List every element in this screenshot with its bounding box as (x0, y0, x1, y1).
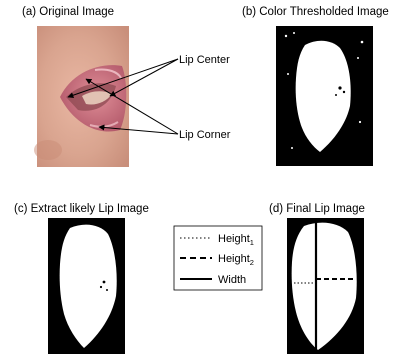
final-lip-mask (287, 218, 364, 354)
svg-text:Height1: Height1 (218, 233, 254, 247)
panel-c: (c) Extract likely Lip Image (14, 203, 149, 354)
legend-height2-label: Height (218, 253, 250, 265)
panel-a: (a) Original Image Lip Center Lip Corner (22, 6, 231, 167)
panel-d-caption: (d) Final Lip Image (269, 203, 365, 215)
lip-corner-label: Lip Corner (179, 129, 231, 141)
extracted-lip-mask (48, 218, 125, 354)
panel-a-caption: (a) Original Image (22, 6, 114, 18)
legend: Height1 Height2 Width (174, 226, 262, 290)
panel-d: (d) Final Lip Image (269, 203, 365, 354)
panel-b: (b) Color Thresholded Image (242, 6, 389, 166)
legend-height1-label: Height (218, 233, 250, 245)
legend-height2-subscript: 2 (250, 258, 254, 267)
panel-c-caption: (c) Extract likely Lip Image (14, 203, 149, 215)
thresholded-mask (276, 26, 373, 166)
legend-height1-subscript: 1 (250, 238, 254, 247)
legend-width-label: Width (218, 274, 246, 286)
panel-b-caption: (b) Color Thresholded Image (242, 6, 389, 18)
lip-center-label: Lip Center (179, 54, 230, 66)
svg-text:Height2: Height2 (218, 253, 254, 267)
